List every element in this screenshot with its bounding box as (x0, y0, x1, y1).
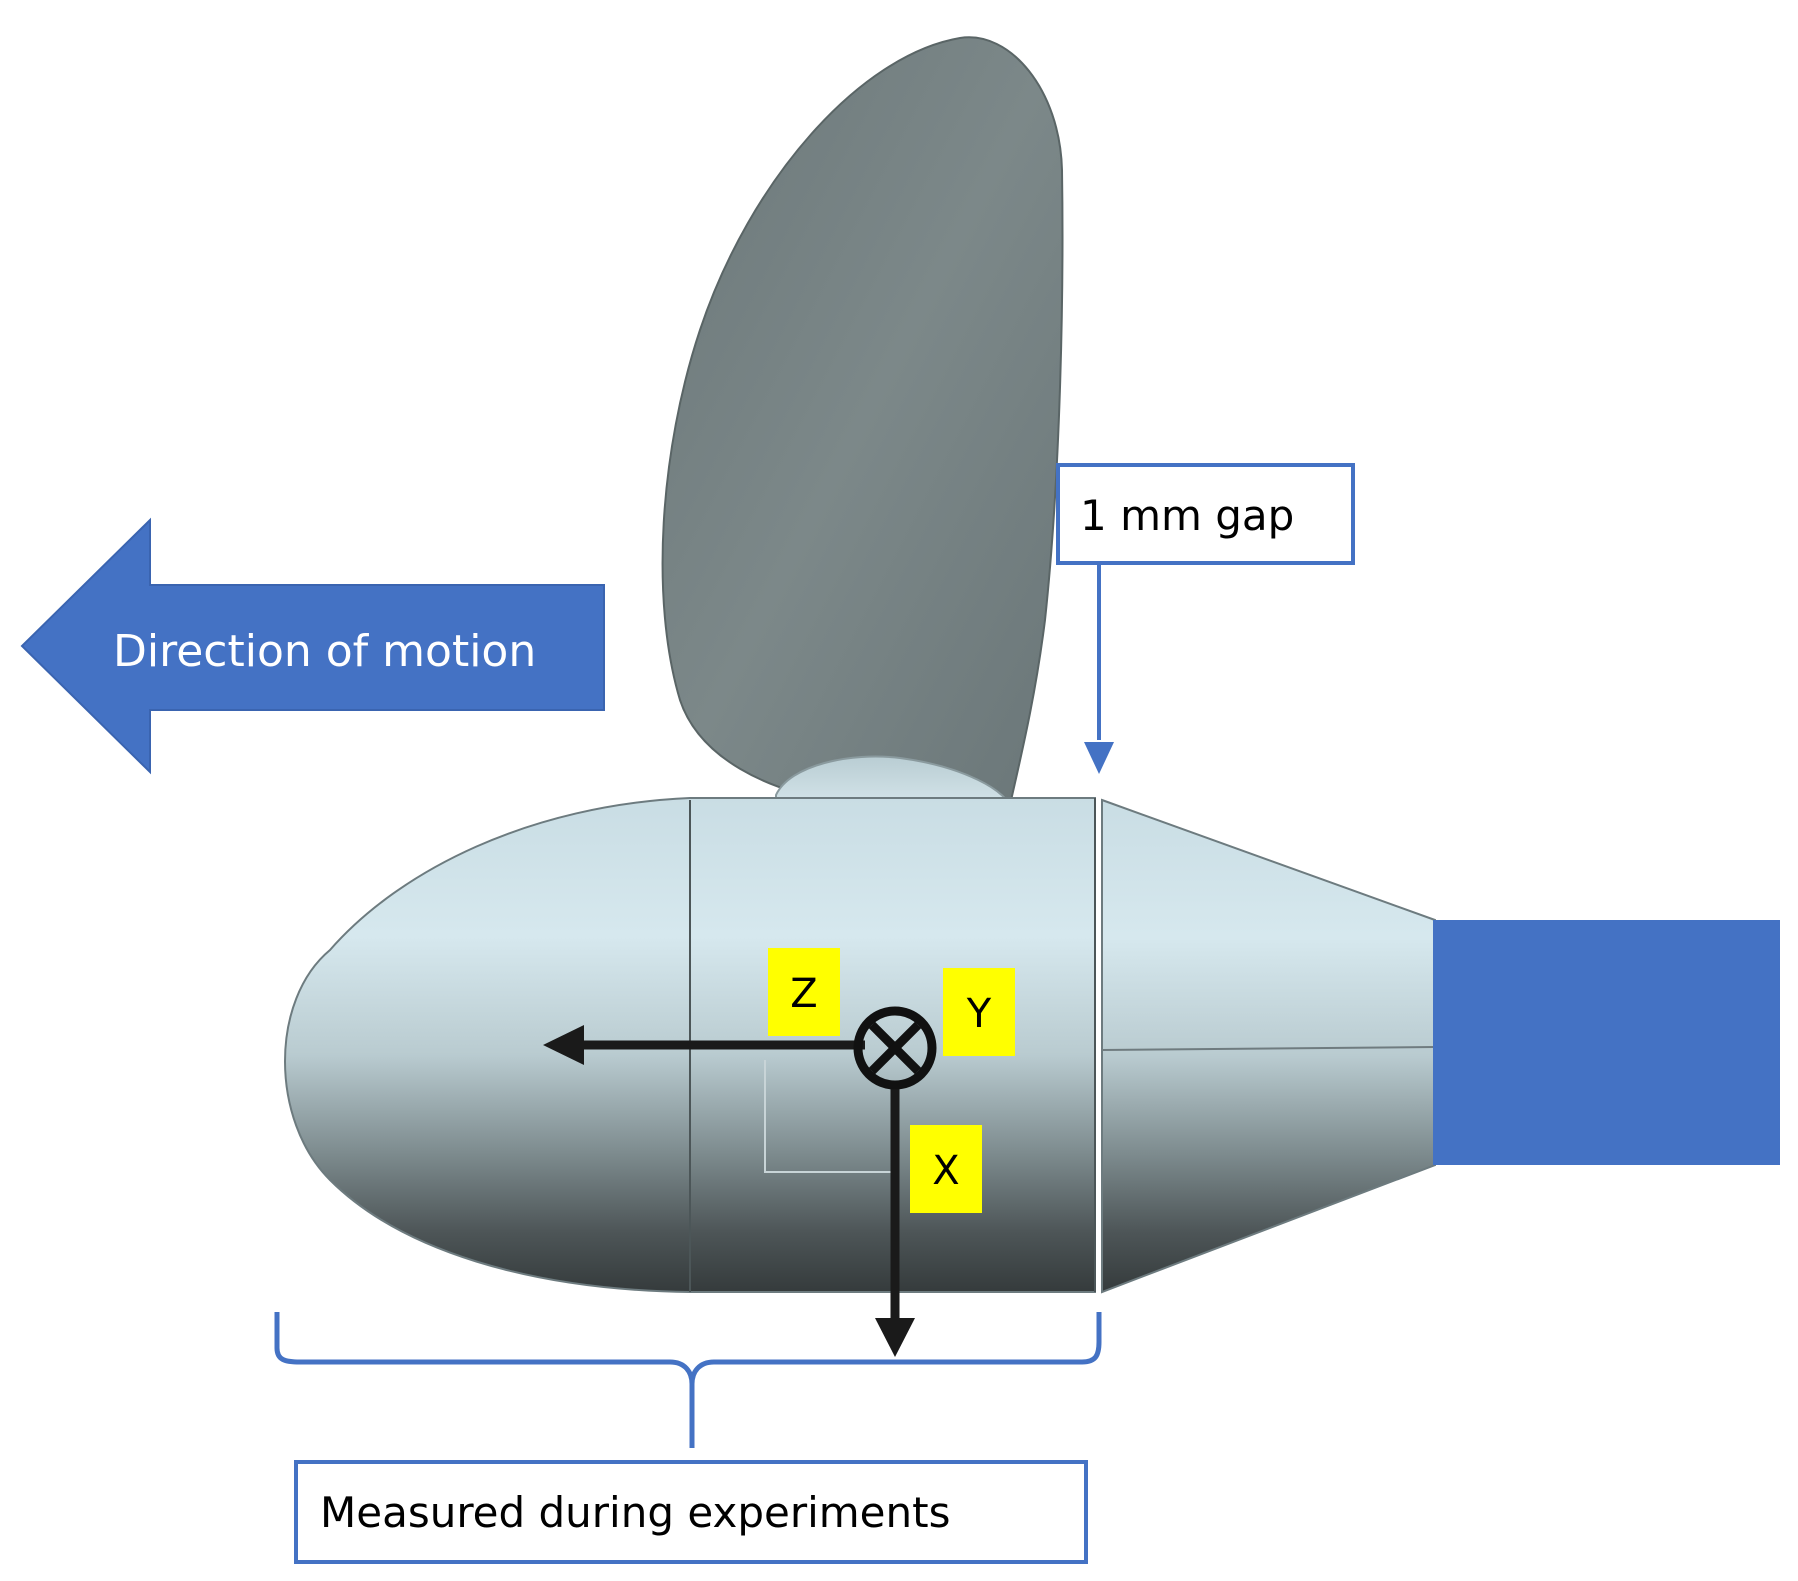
coordinate-axes (543, 1006, 937, 1357)
y-axis-into-page-symbol (853, 1006, 937, 1090)
gap-label: 1 mm gap (1080, 491, 1294, 540)
gap-pointer-arrowhead (1084, 742, 1114, 774)
measured-callout: Measured during experiments (294, 1460, 1088, 1564)
z-axis-label: Z (790, 971, 817, 1017)
measurement-bracket (274, 1312, 1102, 1448)
gap-callout: 1 mm gap (1056, 463, 1355, 774)
y-axis-tag: Y (943, 968, 1015, 1056)
x-axis-label: X (932, 1148, 959, 1194)
y-axis-label: Y (966, 991, 992, 1037)
x-axis-tag: X (910, 1125, 982, 1213)
z-axis-arrowhead (543, 1025, 584, 1065)
direction-of-motion-arrow: Direction of motion (20, 517, 605, 775)
propeller-blade (661, 36, 1064, 807)
z-axis-tag: Z (768, 948, 840, 1036)
x-axis-arrowhead (875, 1318, 915, 1357)
measured-label: Measured during experiments (320, 1488, 950, 1537)
hub-tail-cone (1101, 798, 1436, 1294)
propeller-shaft (1433, 920, 1780, 1165)
direction-of-motion-label: Direction of motion (113, 626, 536, 677)
